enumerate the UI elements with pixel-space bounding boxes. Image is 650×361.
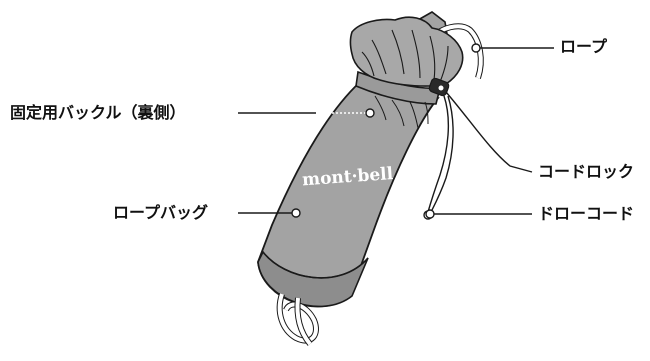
rope-bag: mont·bell — [257, 16, 464, 308]
label-draw-cord: ドローコード — [538, 204, 635, 223]
leader-endpoints — [291, 43, 481, 219]
leader-lines — [238, 47, 554, 215]
label-rope-bag: ロープバッグ — [113, 203, 209, 222]
draw-cord — [423, 95, 454, 220]
label-rope: ロープ — [560, 37, 608, 56]
cord-lock — [428, 77, 450, 97]
label-fixing-buckle: 固定用バックル（裏側） — [10, 103, 186, 122]
label-cord-lock: コードロック — [538, 162, 635, 181]
rope-bottom — [276, 293, 319, 346]
